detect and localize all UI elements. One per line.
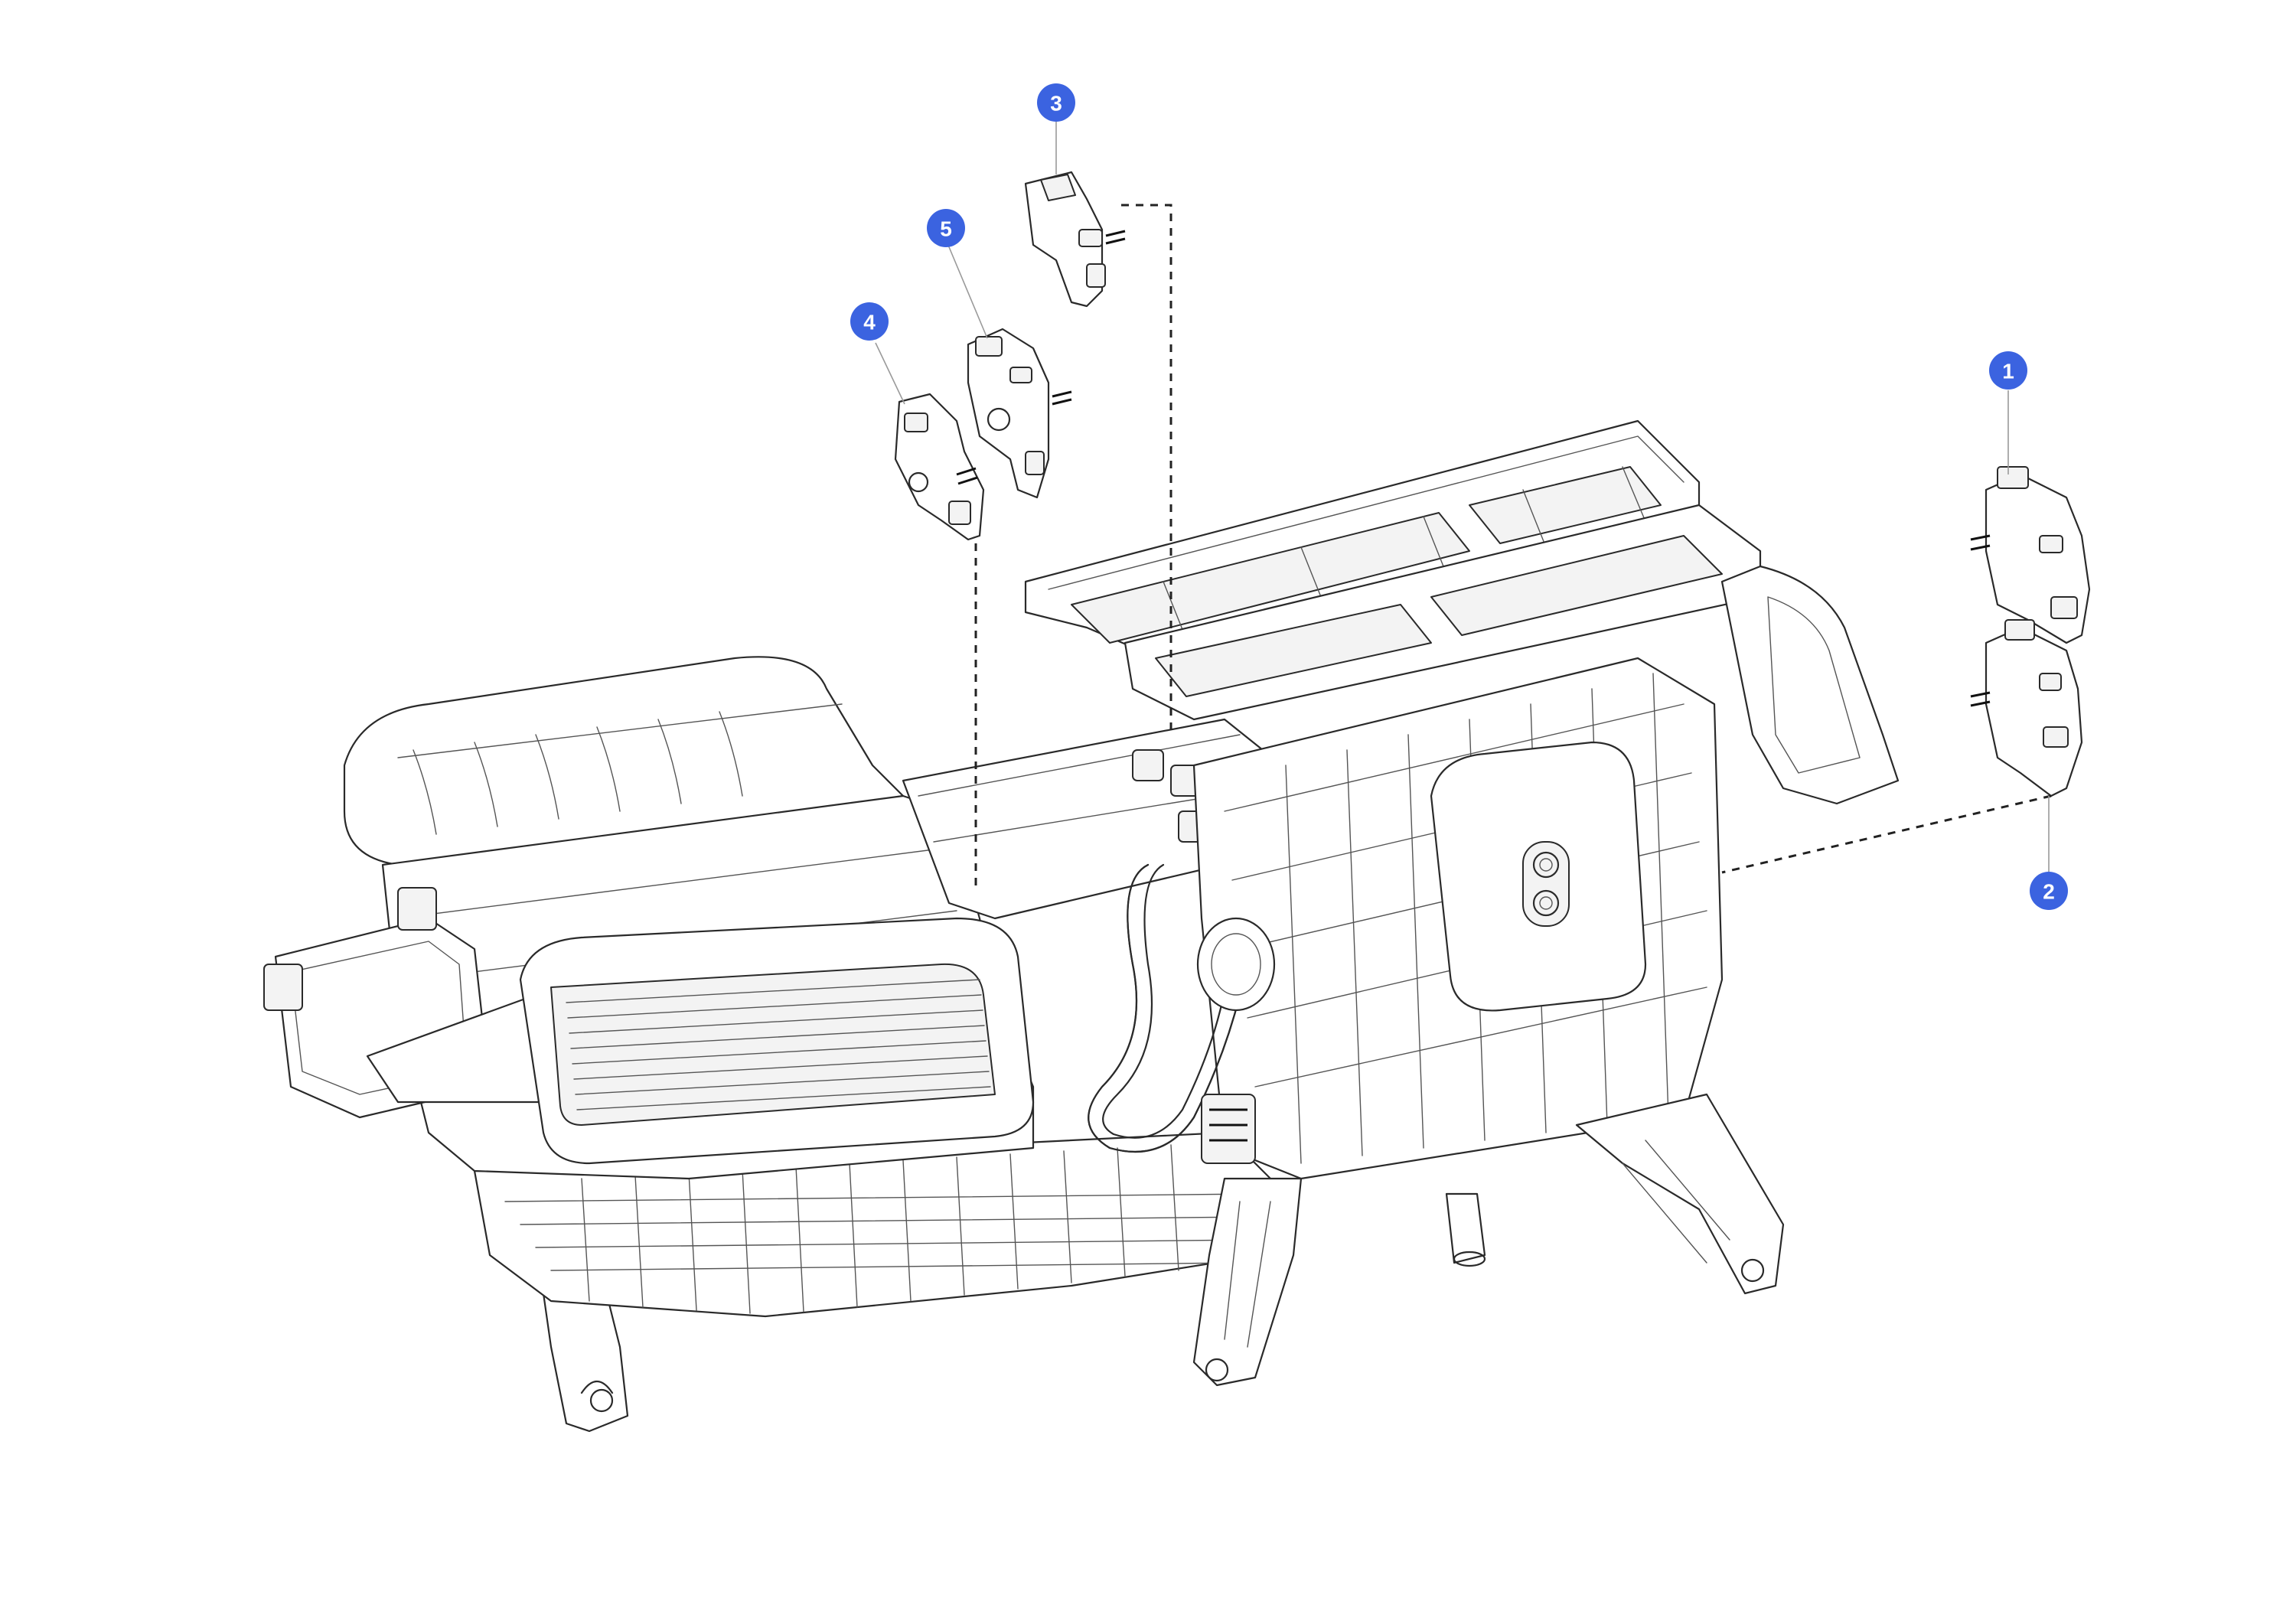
- callout-circle: [1037, 83, 1075, 122]
- assembly-lines: [974, 204, 2052, 888]
- actuator-4: [894, 393, 985, 541]
- actuator-5: [967, 328, 1072, 499]
- callout-circle: [927, 209, 965, 247]
- callout-2: 2: [2030, 872, 2068, 910]
- callout-number: 4: [863, 311, 876, 334]
- actuator-2: [1970, 619, 2083, 797]
- callout-number: 5: [940, 217, 952, 241]
- callout-number: 3: [1050, 92, 1062, 116]
- callout-number: 2: [2043, 880, 2055, 904]
- actuator-3: [1024, 171, 1126, 308]
- callout-number: 1: [2002, 360, 2014, 383]
- leader-lines: [875, 119, 2050, 880]
- callout-circle: [1989, 351, 2027, 390]
- actuator-1: [1970, 466, 2091, 644]
- callout-1: 1: [1989, 351, 2027, 390]
- volute-ribs: [581, 1144, 1179, 1314]
- hvac-housing-assembly: [263, 419, 1900, 1433]
- callout-circle: [2030, 872, 2068, 910]
- callout-4: 4: [850, 302, 889, 341]
- callout-3: 3: [1037, 83, 1075, 122]
- callout-circle: [850, 302, 889, 341]
- filter-pleats: [566, 979, 991, 1110]
- callouts: 1 2 3 4 5: [850, 83, 2068, 910]
- lid-ribs: [413, 711, 743, 835]
- callout-5: 5: [927, 209, 965, 247]
